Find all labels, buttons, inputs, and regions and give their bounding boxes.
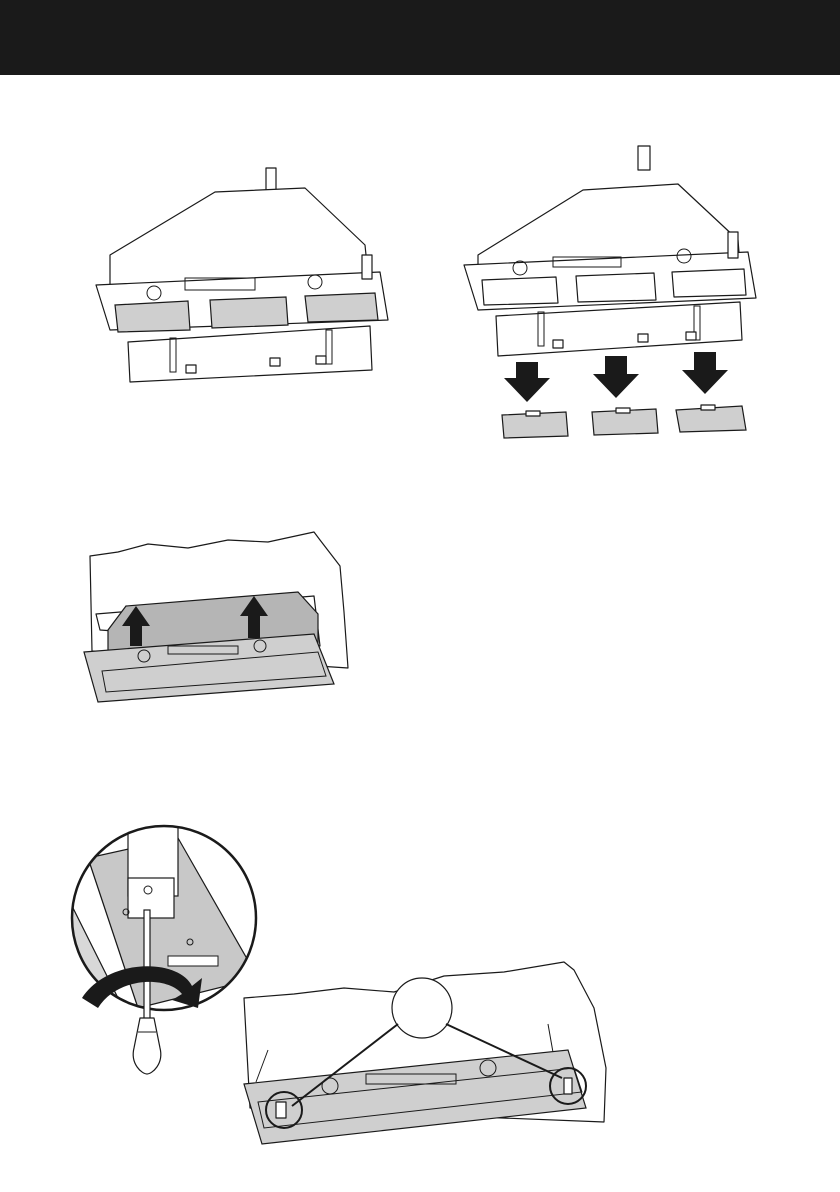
down-arrow-icon [593,356,639,398]
down-arrow-icon [504,362,550,402]
hood-assembled-illustration [90,160,400,390]
cabinet-panel-icon [234,958,614,1158]
down-arrow-icon [682,352,728,394]
cooker-hood-icon [90,160,400,390]
cooker-hood-icon [458,140,768,450]
header-bar [0,0,840,75]
callout-circle [392,978,452,1038]
cabinet-panel-icon [78,526,358,706]
cabinet-screw-locations-illustration [234,958,614,1158]
panel-lift-illustration [78,526,358,706]
hood-filters-removed-illustration [458,140,768,450]
